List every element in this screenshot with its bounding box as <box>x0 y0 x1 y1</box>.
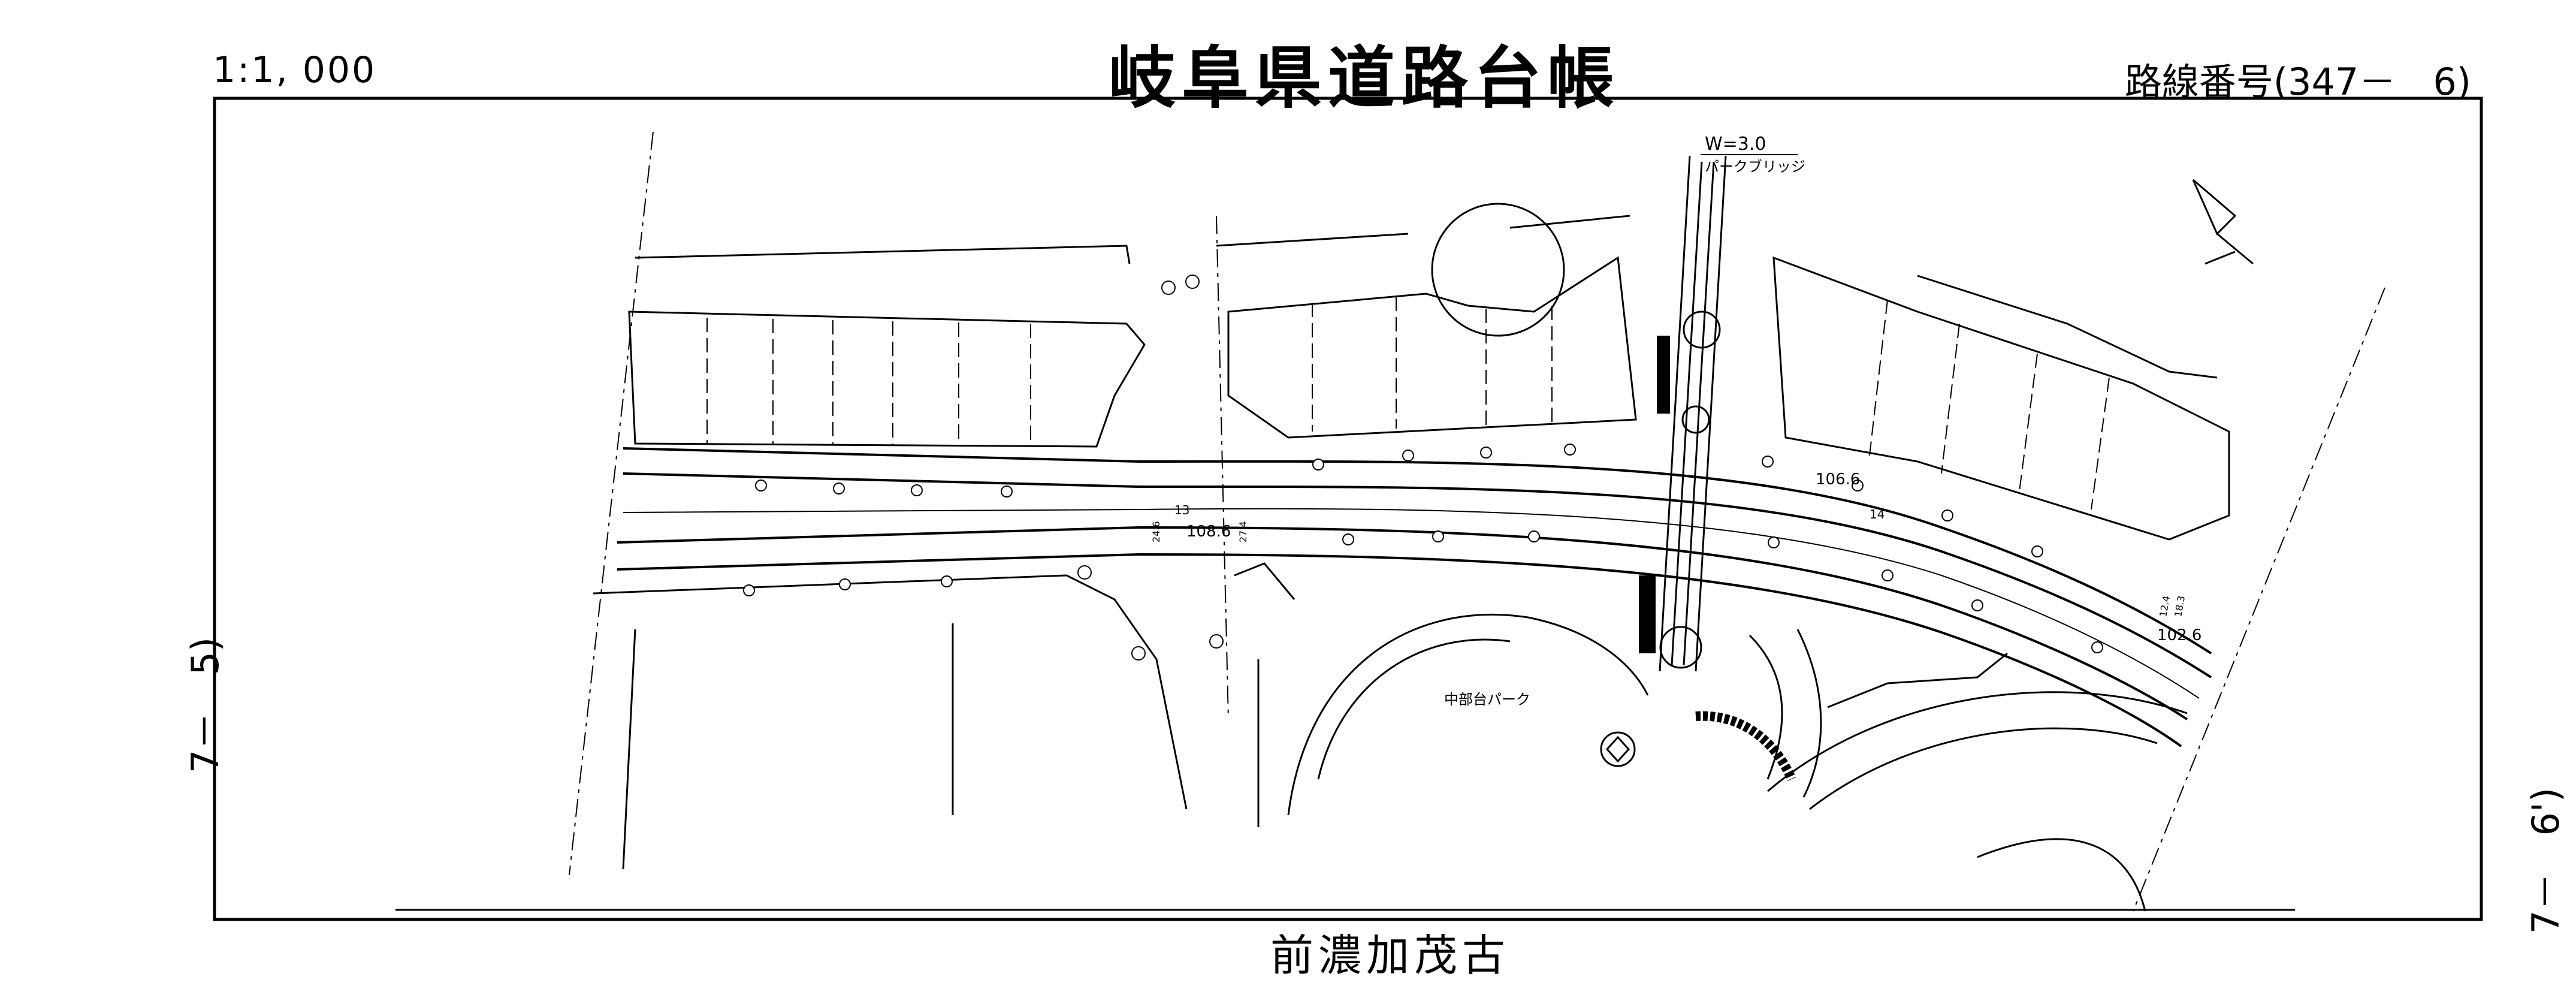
upper-lots <box>628 256 2230 541</box>
park-paths <box>1287 614 2188 912</box>
page-title: 岐阜県道路台帳 <box>1109 40 1620 117</box>
width-label: 12.4 <box>2157 595 2172 617</box>
lower-lots <box>593 562 1295 870</box>
road-band <box>617 447 2212 747</box>
elevation-label: 106.6 <box>1816 471 1860 489</box>
scale-label: 1:1, 000 <box>213 49 377 91</box>
map-frame <box>213 97 2483 921</box>
bridge-width-label: W=3.0 <box>1705 134 1766 155</box>
road-plan-drawing: W=3.0 パークブリッジ 中部台パーク 106.6 108.6 102.6 1… <box>213 97 2483 921</box>
fence-lines <box>635 215 2218 379</box>
north-arrow-icon <box>2192 179 2254 265</box>
station-label: 14 <box>1870 507 1885 521</box>
width-label: 18.3 <box>2172 595 2187 617</box>
bridge-name-label: パークブリッジ <box>1705 158 1805 175</box>
plan-labels: W=3.0 パークブリッジ 中部台パーク 106.6 108.6 102.6 1… <box>1150 134 2201 708</box>
park-bridge <box>1659 155 1727 672</box>
elevation-label: 102.6 <box>2157 626 2201 644</box>
road-centerline <box>623 508 2200 699</box>
tree-markers <box>743 275 2103 661</box>
curved-walkway <box>1695 711 1796 782</box>
plaza-circle <box>1600 731 1636 767</box>
bridge-stairs <box>1639 336 1670 653</box>
width-label: 24.6 <box>1150 521 1162 542</box>
lot-dividers <box>706 297 2110 510</box>
boundary-lines <box>569 131 2385 912</box>
route-number: 路線番号(347－ 6) <box>2124 60 2471 104</box>
width-label: 27.4 <box>1237 521 1249 542</box>
park-name-label: 中部台パーク <box>1444 691 1530 708</box>
station-label: 13 <box>1174 503 1189 517</box>
elevation-label: 108.6 <box>1186 523 1231 541</box>
roundabout <box>1431 203 1565 337</box>
plaza-diamond <box>1605 735 1630 763</box>
